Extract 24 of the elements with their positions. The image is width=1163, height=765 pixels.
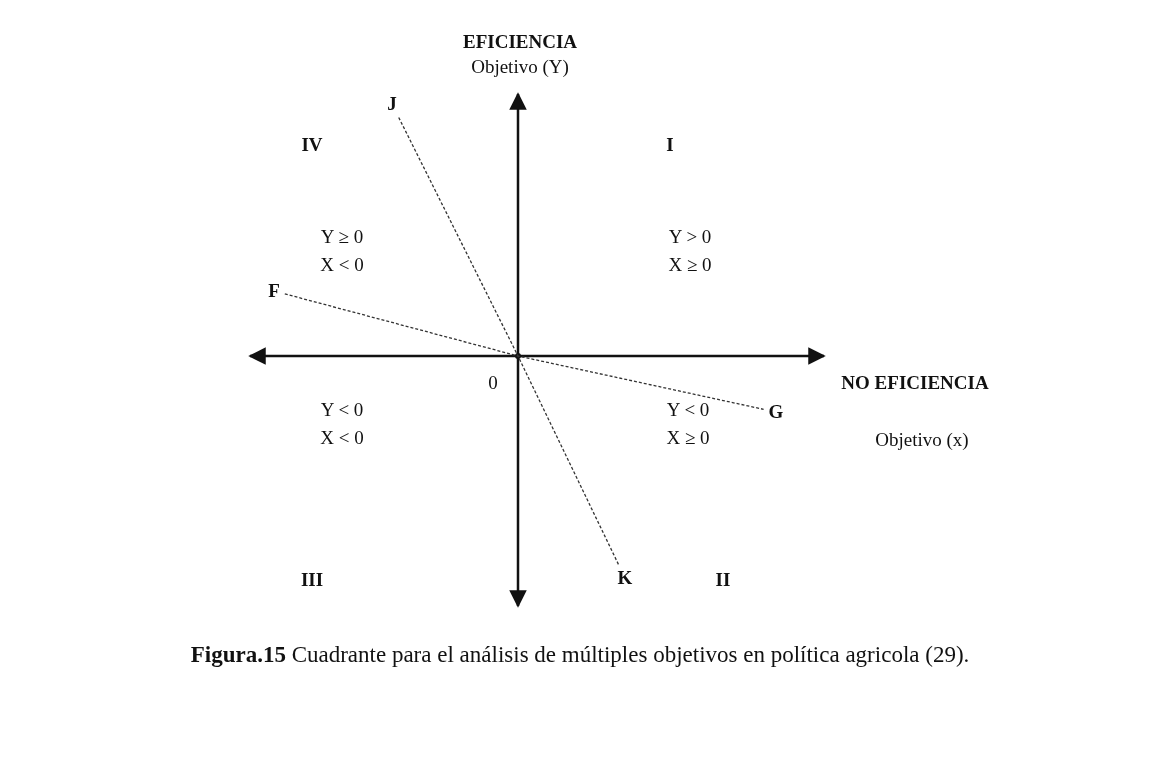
condition-text: X < 0 (320, 427, 364, 449)
condition-text: X ≥ 0 (668, 254, 712, 276)
condition-text: Y > 0 (668, 226, 712, 248)
point-label: F (265, 279, 283, 303)
condition-text: Y ≥ 0 (320, 226, 364, 248)
condition-text: X ≥ 0 (666, 427, 710, 449)
line (398, 116, 620, 566)
condition-text: Y < 0 (666, 399, 710, 421)
quadrant-number: IV (301, 134, 323, 156)
condition-text: X < 0 (320, 254, 364, 276)
axis-title: EFICIENCIA (463, 31, 577, 53)
axis-label: Objetivo (x) (875, 429, 969, 451)
axis-title: NO EFICIENCIA (841, 372, 989, 394)
point-label: J (384, 92, 400, 116)
quadrant-number: II (715, 569, 731, 591)
origin-label: 0 (488, 372, 498, 394)
point-label: K (614, 566, 636, 590)
line (284, 293, 765, 410)
condition-text: Y < 0 (320, 399, 364, 421)
axis-label: Objetivo (Y) (471, 56, 569, 78)
quadrant-number: III (300, 569, 324, 591)
point-label: G (765, 400, 787, 424)
figure-caption: Figura.15 Cuadrante para el análisis de múltiples objetivos en política agricola (29). (190, 642, 970, 668)
quadrant-number: I (666, 134, 674, 156)
